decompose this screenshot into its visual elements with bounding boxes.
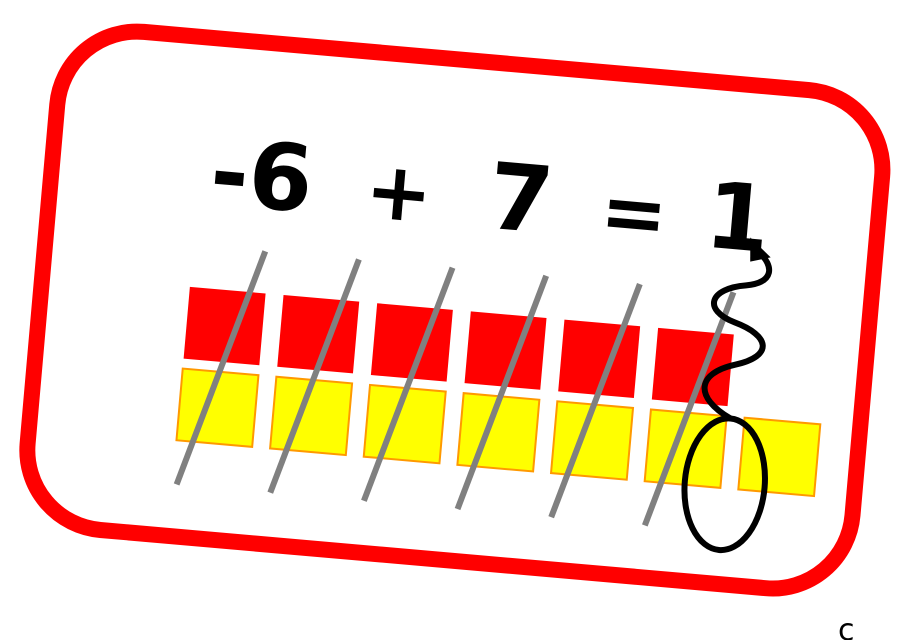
- card: -6 + 7 = 1: [19, 23, 891, 597]
- equation: -6 + 7 = 1: [206, 118, 774, 273]
- negative-tile-row: [183, 286, 734, 407]
- zero-pair-strike-line: [454, 274, 550, 511]
- zero-pair-strike-line: [642, 291, 737, 527]
- corner-text: c: [838, 613, 855, 640]
- equation-equals: =: [597, 164, 672, 262]
- zero-pair-strike-line: [548, 282, 643, 519]
- zero-pair-strikes: [173, 250, 737, 527]
- zero-pair-strike-line: [267, 258, 362, 494]
- equation-term2: 7: [484, 143, 557, 255]
- zero-pair-strike-line: [173, 250, 269, 486]
- zero-pair-strike-line: [361, 266, 456, 502]
- equation-operator: +: [361, 143, 436, 241]
- squiggle-arrow-up-icon: [701, 237, 773, 422]
- equation-term1: -6: [206, 118, 317, 234]
